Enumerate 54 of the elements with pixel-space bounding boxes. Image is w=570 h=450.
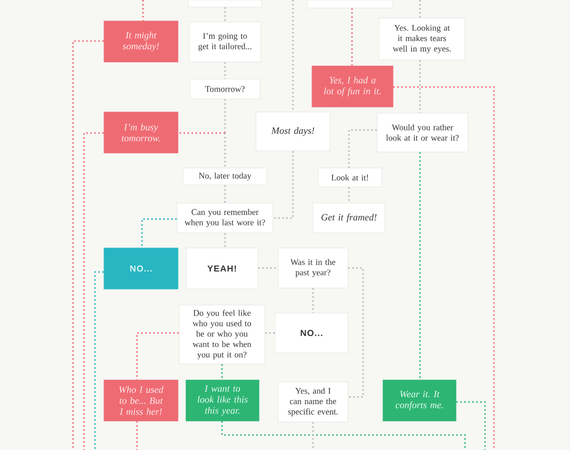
dotted-connector — [141, 218, 177, 248]
result-box: Yes, I had a lot of fun in it. — [312, 66, 394, 108]
result-box: I’m busy tomorrow. — [104, 112, 178, 154]
question-box: Do you feel like who you used to be or who you want to be when you put it on? — [178, 304, 266, 364]
dotted-connector — [224, 7, 226, 22]
dotted-connector — [312, 288, 314, 313]
cropped-box — [306, 0, 394, 8]
dotted-connector — [221, 364, 223, 380]
cropped-box — [188, 0, 262, 8]
result-box: Who I used to be... But I miss her! — [104, 380, 178, 422]
dotted-connector — [348, 129, 377, 168]
dotted-connector — [221, 421, 466, 450]
dotted-connector — [136, 421, 138, 450]
dotted-connector — [224, 233, 226, 248]
dotted-connector — [456, 401, 486, 450]
answer-box: Look at it! — [318, 168, 382, 188]
answer-box: No, later today — [182, 168, 268, 186]
dotted-connector — [393, 86, 495, 450]
dotted-connector — [348, 187, 350, 203]
question-box: Was it in the past year? — [278, 248, 348, 288]
dotted-connector — [224, 99, 226, 133]
result-box: Get it framed! — [312, 202, 386, 234]
answer-box: Yes, and I can name the specific event. — [278, 382, 348, 422]
dotted-connector — [83, 132, 104, 450]
dotted-connector — [72, 40, 104, 450]
dotted-connector — [312, 422, 314, 450]
answer-box: Yes. Looking at it makes tears well in my eyes. — [378, 18, 466, 60]
answer-box: Most days! — [256, 112, 330, 152]
answer-box: NO... — [104, 248, 178, 290]
dotted-connector — [224, 62, 226, 79]
dotted-connector — [292, 0, 294, 112]
question-box: Can you remember when you last wore it? — [176, 202, 274, 234]
answer-box: NO... — [274, 312, 348, 354]
dotted-connector — [178, 132, 225, 134]
dotted-connector — [94, 271, 104, 450]
dotted-connector — [142, 0, 144, 21]
result-box: I want to look like this this year. — [186, 380, 260, 422]
question-box: Would you rather look at it or wear it? — [376, 112, 468, 152]
result-box: It might someday! — [104, 20, 178, 62]
dotted-connector — [273, 151, 294, 219]
dotted-connector — [419, 60, 421, 113]
dotted-connector — [419, 0, 421, 18]
answer-box: YEAH! — [186, 248, 258, 290]
dotted-connector — [348, 267, 364, 398]
question-box: Tomorrow? — [190, 78, 260, 100]
result-box: Wear it. It conforts me. — [382, 380, 456, 422]
answer-box: I’m going to get it tailored... — [188, 22, 262, 62]
dotted-connector — [224, 133, 226, 168]
dotted-connector — [136, 332, 179, 380]
dotted-connector — [258, 267, 278, 269]
dotted-connector — [265, 332, 275, 334]
dotted-connector — [224, 185, 226, 203]
dotted-connector — [419, 152, 421, 380]
dotted-connector — [351, 8, 353, 66]
